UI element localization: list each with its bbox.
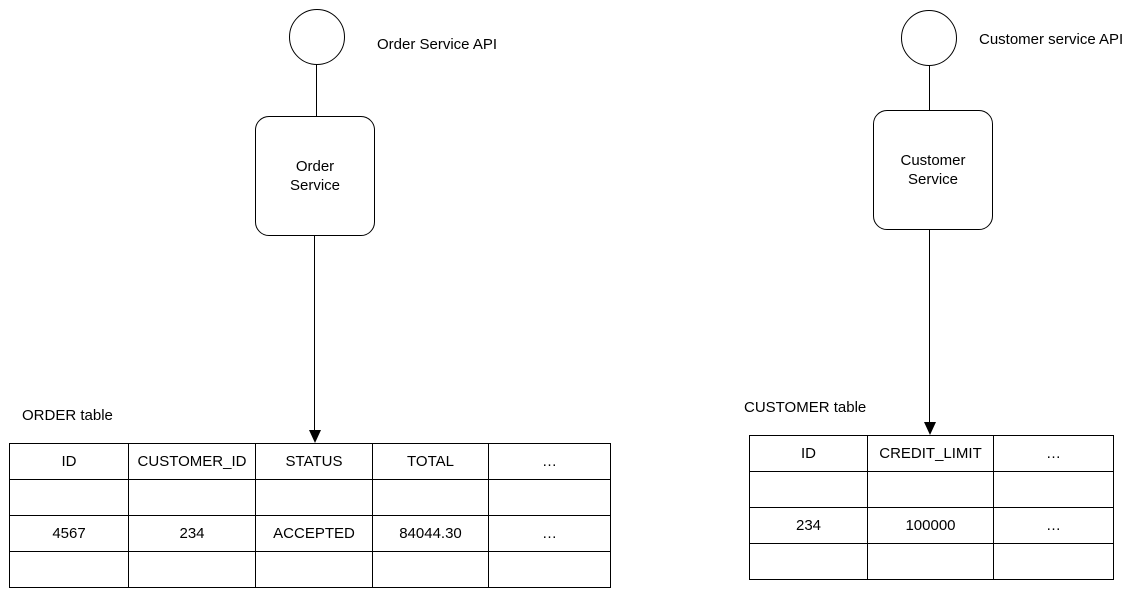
header-cell: … bbox=[488, 443, 611, 480]
order-service-to-table-arrow-line bbox=[314, 236, 315, 432]
customer-table-title: CUSTOMER table bbox=[744, 399, 867, 416]
customer-api-connector-line bbox=[929, 65, 930, 111]
header-cell: CUSTOMER_ID bbox=[128, 443, 256, 480]
customer-api-label: Customer service API bbox=[979, 31, 1124, 48]
order-api-label: Order Service API bbox=[377, 36, 498, 53]
customer-service-to-table-arrow-line bbox=[929, 230, 930, 422]
header-cell: TOTAL bbox=[372, 443, 489, 480]
table-cell bbox=[9, 551, 129, 588]
table-cell: 84044.30 bbox=[372, 515, 489, 552]
table-cell bbox=[749, 471, 868, 508]
table-cell bbox=[749, 543, 868, 580]
customer-arrowhead-icon bbox=[924, 422, 936, 435]
table-cell bbox=[993, 543, 1114, 580]
table-cell bbox=[372, 551, 489, 588]
order-table: ID CUSTOMER_ID STATUS TOTAL … 4567 234 A… bbox=[9, 443, 611, 588]
header-cell: CREDIT_LIMIT bbox=[867, 435, 994, 472]
table-row bbox=[9, 479, 611, 516]
table-cell: … bbox=[993, 507, 1114, 544]
table-cell bbox=[9, 479, 129, 516]
order-service-label: Order Service bbox=[289, 158, 341, 194]
table-cell bbox=[488, 551, 611, 588]
order-table-title: ORDER table bbox=[22, 407, 113, 424]
table-cell bbox=[255, 551, 373, 588]
customer-service-box: Customer Service bbox=[873, 110, 993, 230]
customer-table-header-row: ID CREDIT_LIMIT … bbox=[749, 435, 1114, 472]
table-row: 234 100000 … bbox=[749, 507, 1114, 544]
customer-api-lollipop-icon bbox=[901, 10, 957, 66]
order-arrowhead-icon bbox=[309, 430, 321, 443]
order-table-header-row: ID CUSTOMER_ID STATUS TOTAL … bbox=[9, 443, 611, 480]
table-cell bbox=[372, 479, 489, 516]
table-cell: 234 bbox=[749, 507, 868, 544]
table-cell bbox=[255, 479, 373, 516]
table-cell: 4567 bbox=[9, 515, 129, 552]
header-cell: ID bbox=[9, 443, 129, 480]
order-api-connector-line bbox=[316, 64, 317, 117]
table-row bbox=[749, 471, 1114, 508]
table-cell bbox=[993, 471, 1114, 508]
header-cell: ID bbox=[749, 435, 868, 472]
order-service-box: Order Service bbox=[255, 116, 375, 236]
table-cell bbox=[128, 479, 256, 516]
table-cell: ACCEPTED bbox=[255, 515, 373, 552]
table-row: 4567 234 ACCEPTED 84044.30 … bbox=[9, 515, 611, 552]
table-row bbox=[9, 551, 611, 588]
table-cell bbox=[128, 551, 256, 588]
table-cell: 100000 bbox=[867, 507, 994, 544]
table-cell bbox=[867, 471, 994, 508]
table-cell: … bbox=[488, 515, 611, 552]
customer-table: ID CREDIT_LIMIT … 234 100000 … bbox=[749, 435, 1114, 580]
header-cell: STATUS bbox=[255, 443, 373, 480]
table-cell bbox=[867, 543, 994, 580]
order-api-lollipop-icon bbox=[289, 9, 345, 65]
table-row bbox=[749, 543, 1114, 580]
table-cell: 234 bbox=[128, 515, 256, 552]
table-cell bbox=[488, 479, 611, 516]
customer-service-label: Customer Service bbox=[900, 152, 966, 188]
header-cell: … bbox=[993, 435, 1114, 472]
